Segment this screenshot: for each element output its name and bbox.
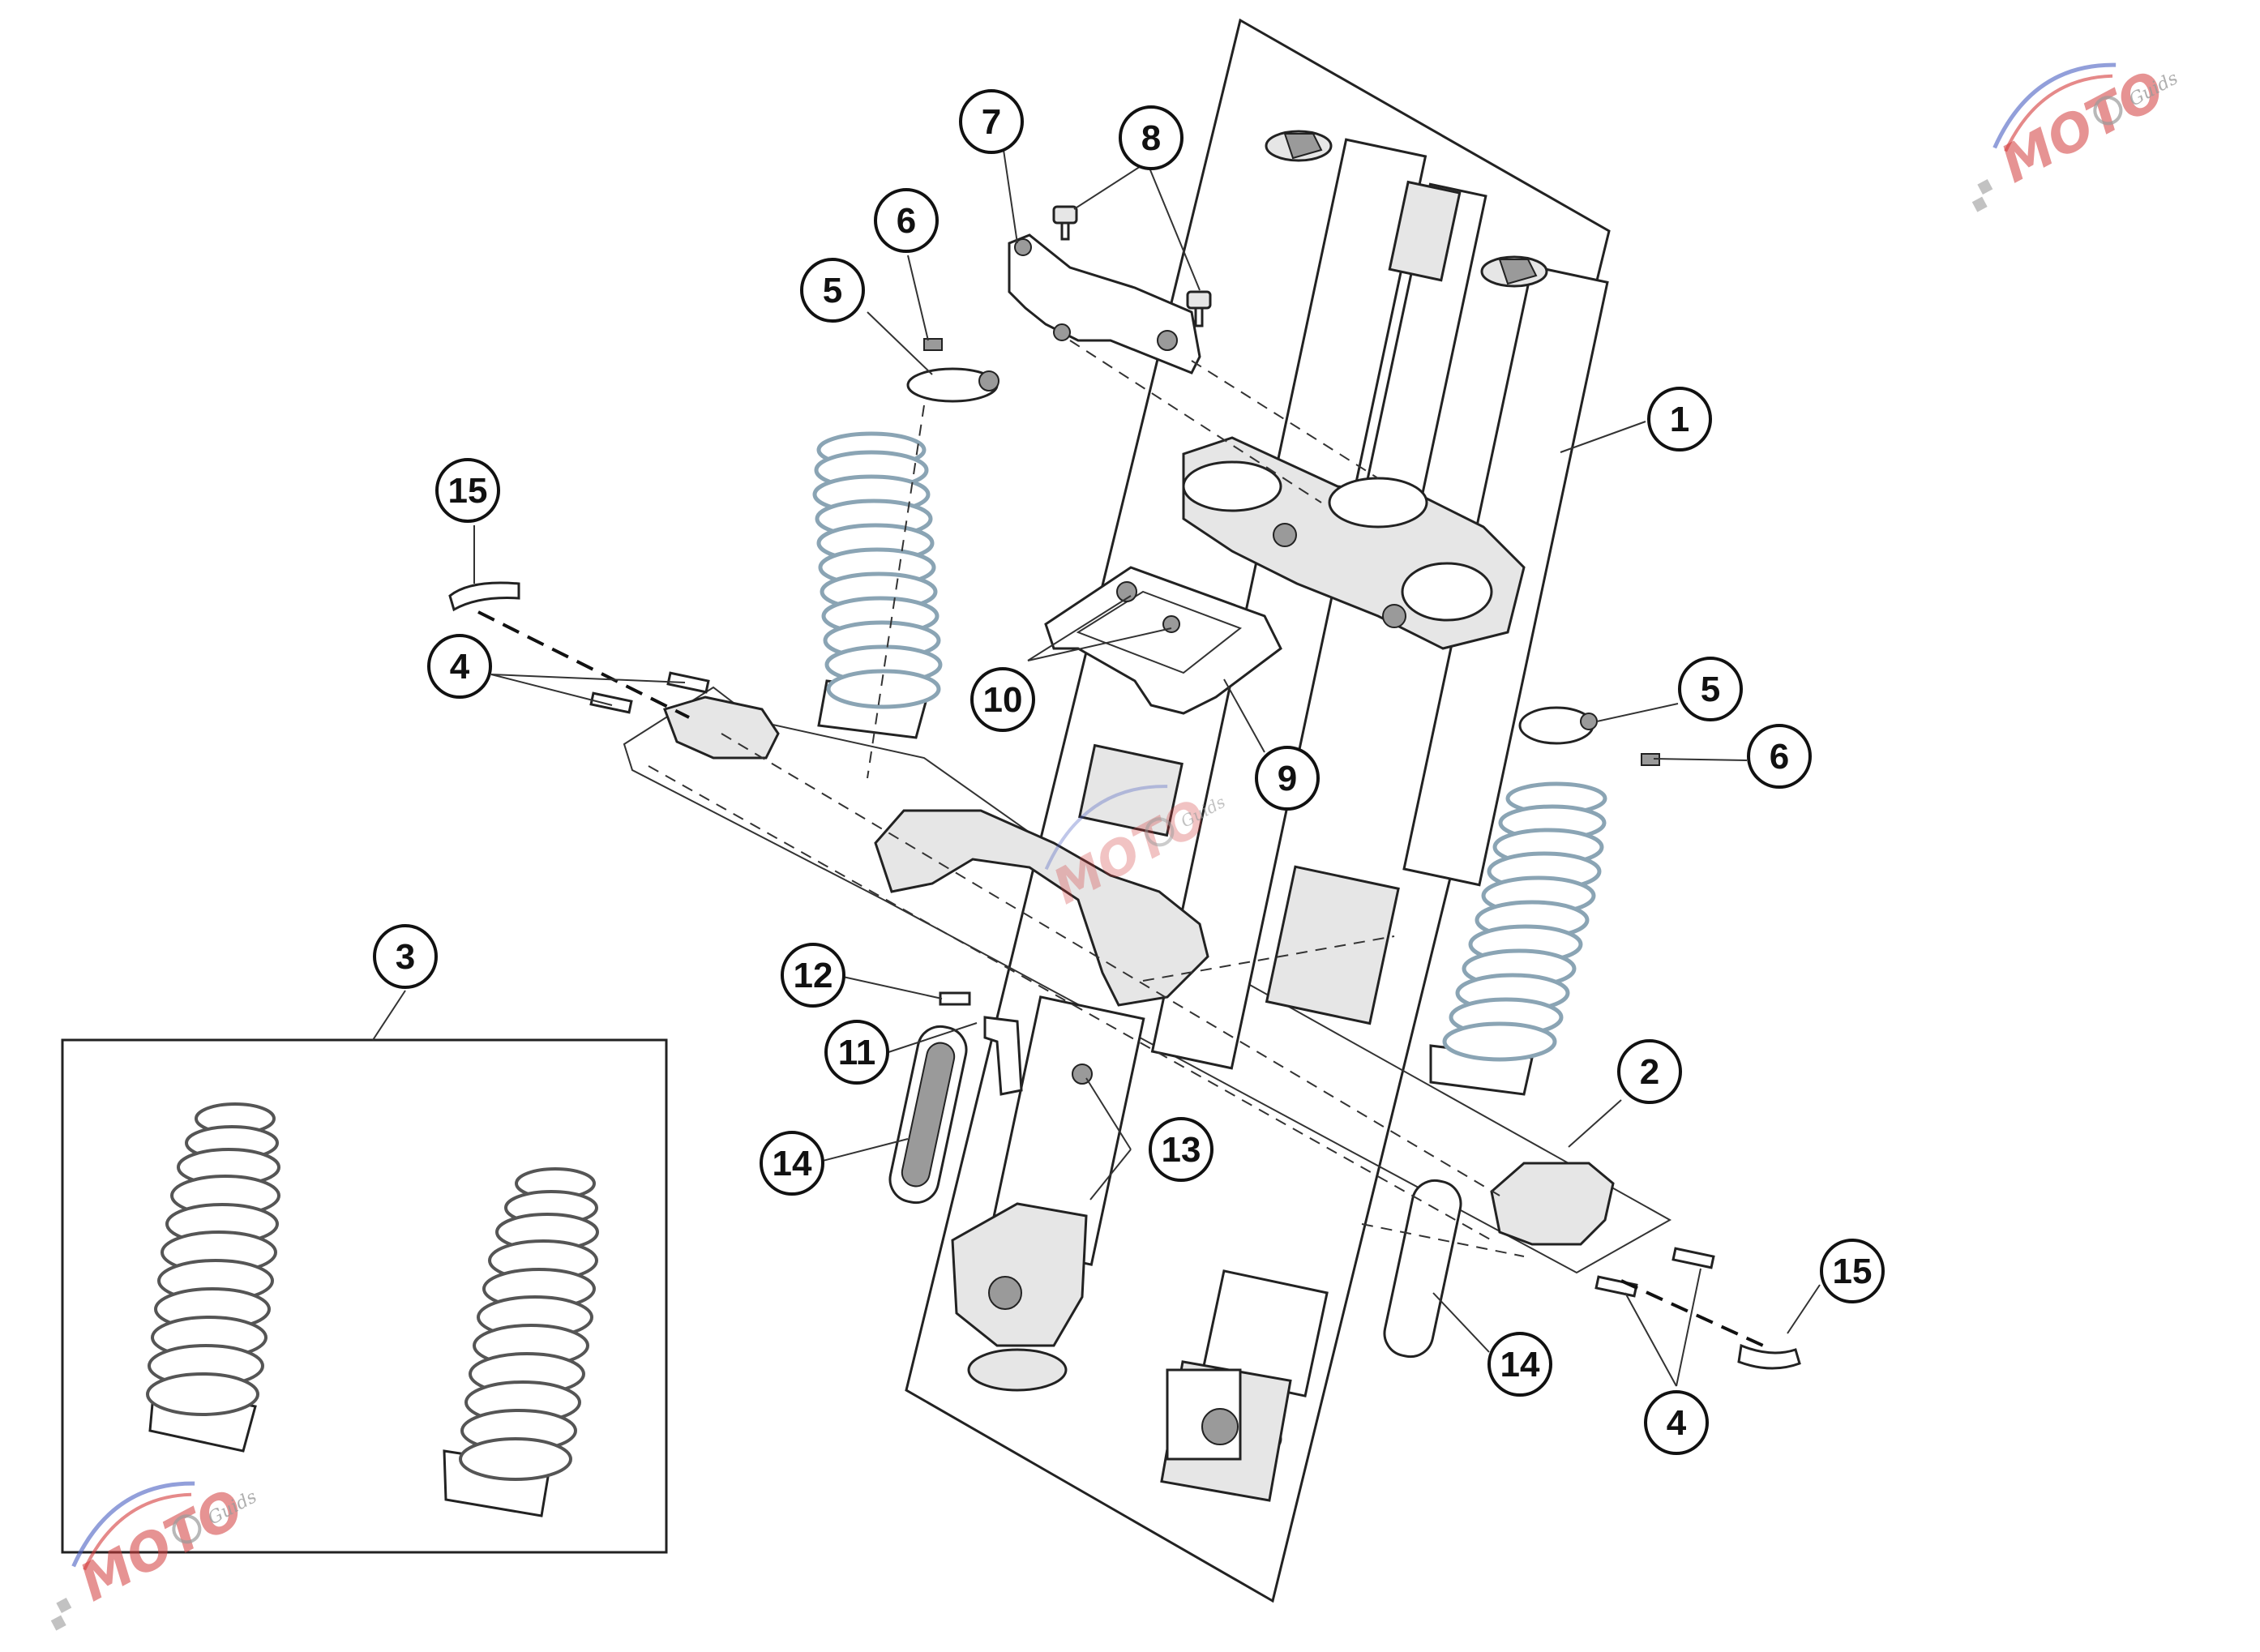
- callout-6-upper: 6: [874, 188, 939, 253]
- callout-14-left: 14: [760, 1131, 824, 1196]
- callout-3: 3: [373, 924, 438, 989]
- svg-text:1: 1: [1670, 400, 1689, 439]
- svg-text:15: 15: [1833, 1252, 1873, 1291]
- replacement-boot-right: [443, 1167, 599, 1517]
- left-lower-slider: [951, 743, 1184, 1392]
- watermark-logo-top-right: MOTO Guids: [1971, 60, 2181, 212]
- cable-clip-right: [1737, 1343, 1801, 1370]
- callout-12: 12: [781, 943, 845, 1008]
- top-triple-clamp: [1182, 436, 1526, 650]
- svg-text:10: 10: [983, 680, 1023, 720]
- svg-text:3: 3: [396, 937, 415, 977]
- svg-text:4: 4: [1667, 1403, 1687, 1443]
- callout-11: 11: [824, 1020, 889, 1085]
- reflector-right: [1383, 1179, 1462, 1359]
- inset-box-item-3: [61, 1038, 668, 1554]
- svg-text:8: 8: [1141, 118, 1161, 158]
- callout-9: 9: [1255, 746, 1320, 811]
- svg-text:9: 9: [1278, 759, 1297, 798]
- watermark-logo-bottom-left: MOTO Guids: [50, 1479, 260, 1631]
- reflector-left: [888, 1025, 968, 1205]
- svg-text:13: 13: [1162, 1130, 1201, 1170]
- small-bolts: [589, 671, 1715, 1298]
- callout-7: 7: [959, 89, 1024, 154]
- callout-13: 13: [1149, 1117, 1213, 1182]
- svg-text:5: 5: [1701, 670, 1720, 709]
- callout-8: 8: [1119, 105, 1184, 170]
- svg-text:14: 14: [1500, 1345, 1540, 1385]
- svg-text:5: 5: [823, 271, 842, 310]
- callout-4-upper: 4: [427, 634, 492, 699]
- left-fork-leg: [1150, 130, 1427, 1502]
- svg-text:12: 12: [794, 956, 833, 995]
- callout-5-upper: 5: [800, 258, 865, 323]
- fork-assembly-outline: [905, 18, 1611, 1603]
- svg-text:11: 11: [838, 1033, 876, 1072]
- svg-text:14: 14: [773, 1144, 812, 1183]
- callout-2: 2: [1617, 1039, 1682, 1104]
- callout-14-right: 14: [1487, 1332, 1552, 1397]
- callout-10: 10: [970, 667, 1035, 732]
- svg-text:4: 4: [450, 647, 470, 687]
- fork-boot-right: [1429, 781, 1607, 1096]
- mudguard-rear-section: [1490, 1162, 1615, 1246]
- mudguard-front-section: [663, 695, 1209, 1007]
- svg-text:7: 7: [982, 102, 1001, 142]
- callout-4-lower: 4: [1644, 1390, 1709, 1455]
- callout-6-right: 6: [1747, 724, 1812, 789]
- callout-1: 1: [1647, 387, 1712, 452]
- headlight-bracket: [1008, 233, 1201, 374]
- cable-clip-left: [448, 581, 520, 612]
- svg-text:6: 6: [897, 201, 916, 241]
- screws-item-8: [1052, 205, 1212, 327]
- instrument-bracket: [1044, 566, 1282, 715]
- callout-5-right: 5: [1678, 657, 1743, 721]
- fork-boot-left: [812, 431, 943, 739]
- svg-text:6: 6: [1770, 737, 1789, 777]
- svg-text:2: 2: [1640, 1052, 1659, 1092]
- svg-text:15: 15: [448, 471, 488, 511]
- leader-lines: [372, 149, 1821, 1387]
- callout-15-left: 15: [435, 458, 500, 523]
- callout-15-right: 15: [1820, 1239, 1885, 1303]
- replacement-boot-left: [146, 1102, 280, 1453]
